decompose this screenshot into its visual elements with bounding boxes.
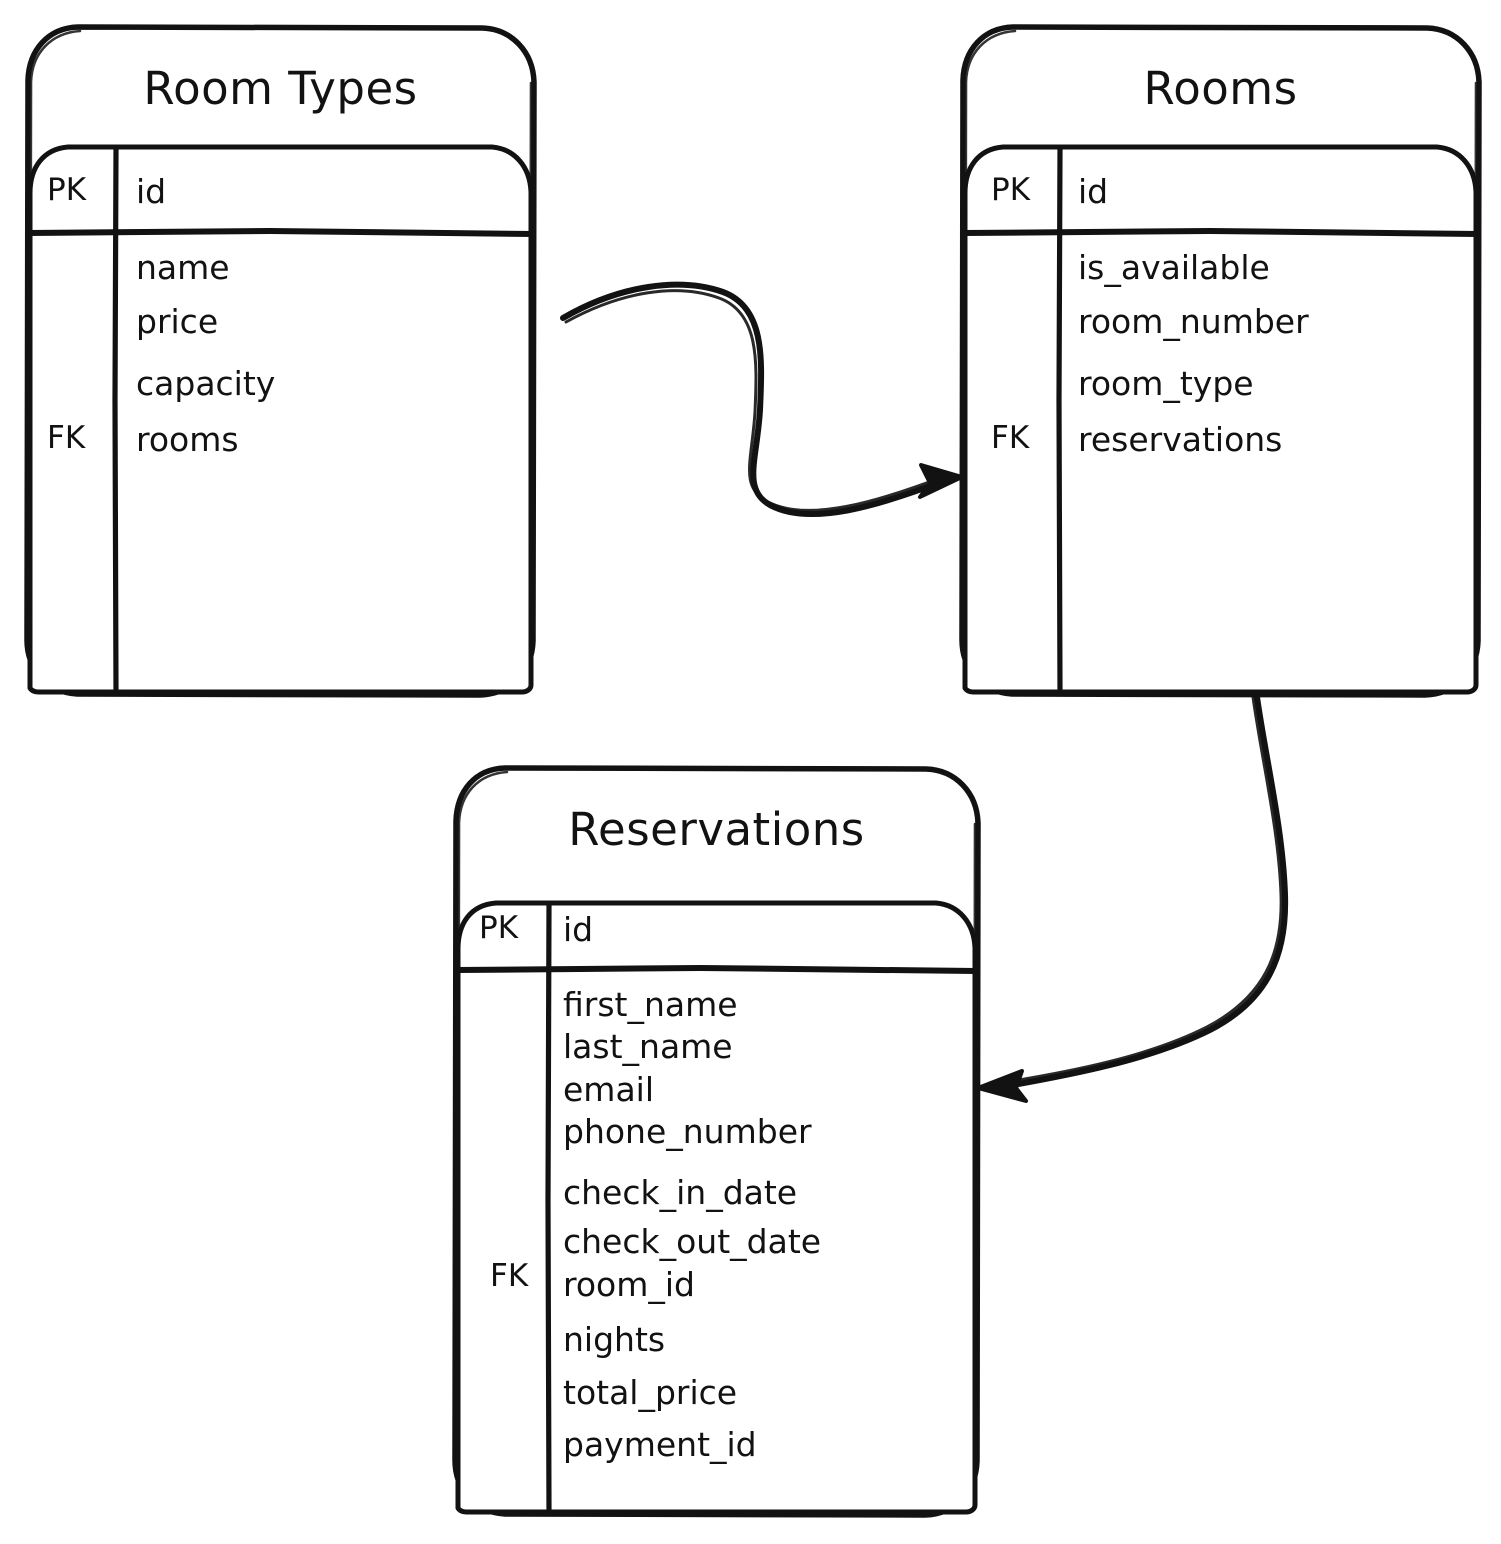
attribute-reservations-1[interactable]: last_name xyxy=(563,1027,733,1066)
attribute-reservations-0[interactable]: first_name xyxy=(563,985,738,1024)
entity-title-room-types: Room Types xyxy=(143,62,418,115)
attribute-rooms-0[interactable]: is_available xyxy=(1078,248,1270,287)
pk-label-reservations: PK xyxy=(479,910,519,946)
relationship-rooms-to-reservations[interactable] xyxy=(976,694,1289,1103)
fk-label-reservations: FK xyxy=(490,1258,529,1294)
fk-label-room-types: FK xyxy=(47,420,86,456)
pk-field-room-types[interactable]: id xyxy=(136,172,167,211)
entity-title-reservations: Reservations xyxy=(568,803,865,856)
pk-label-room-types: PK xyxy=(47,172,87,208)
attribute-room-types-0[interactable]: name xyxy=(136,248,230,287)
entity-rooms-shape[interactable] xyxy=(959,24,1482,698)
attribute-reservations-9[interactable]: payment_id xyxy=(563,1425,757,1464)
attribute-reservations-6[interactable]: room_id xyxy=(563,1265,695,1304)
attribute-rooms-1[interactable]: room_number xyxy=(1078,302,1309,341)
attribute-room-types-2[interactable]: capacity xyxy=(136,364,276,403)
attribute-reservations-2[interactable]: email xyxy=(563,1070,655,1109)
attribute-reservations-8[interactable]: total_price xyxy=(563,1373,738,1412)
fk-label-rooms: FK xyxy=(991,420,1030,456)
attribute-reservations-4[interactable]: check_in_date xyxy=(563,1173,798,1212)
attribute-reservations-7[interactable]: nights xyxy=(563,1320,666,1359)
entity-room-types-shape[interactable] xyxy=(24,24,537,698)
attribute-room-types-1[interactable]: price xyxy=(136,302,219,341)
attribute-rooms-2[interactable]: room_type xyxy=(1078,364,1254,403)
pk-field-reservations[interactable]: id xyxy=(563,910,594,949)
pk-label-rooms: PK xyxy=(991,172,1031,208)
attribute-reservations-5[interactable]: check_out_date xyxy=(563,1222,822,1261)
attribute-reservations-3[interactable]: phone_number xyxy=(563,1112,812,1151)
entity-title-rooms: Rooms xyxy=(1143,62,1298,115)
attribute-room-types-3[interactable]: rooms xyxy=(136,420,239,459)
attribute-rooms-3[interactable]: reservations xyxy=(1078,420,1283,459)
entity-reservations-shape[interactable] xyxy=(452,765,981,1518)
relationship-room-types-to-rooms[interactable] xyxy=(560,281,964,518)
pk-field-rooms[interactable]: id xyxy=(1078,172,1109,211)
